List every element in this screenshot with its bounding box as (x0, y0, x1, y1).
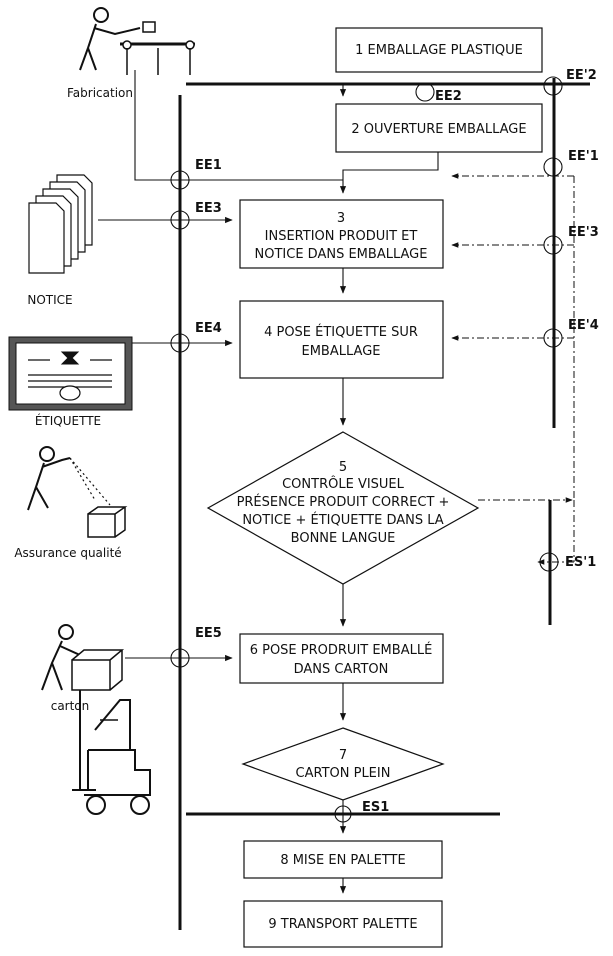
step-5-line-2: CONTRÔLE VISUEL (282, 476, 405, 492)
step-5-line-3: PRÉSENCE PRODUIT CORRECT + (237, 494, 450, 510)
label-etiquette: ÉTIQUETTE (35, 413, 101, 428)
step-3-line-2: INSERTION PRODUIT ET (265, 229, 418, 244)
tag-ee3-prime: EE'3 (568, 225, 599, 240)
certificate-label-icon (9, 337, 132, 410)
label-assurance-qualite: Assurance qualité (14, 546, 121, 560)
step-6-line-2: DANS CARTON (294, 662, 389, 677)
step-7-decision (243, 728, 443, 800)
tag-ee3: EE3 (195, 201, 222, 216)
tag-ee4-prime: EE'4 (568, 318, 599, 333)
step-9-text: 9 TRANSPORT PALETTE (268, 917, 417, 932)
worker-carton-icon (42, 625, 122, 690)
fabrication-feed-line (135, 70, 343, 180)
tag-ee1: EE1 (195, 158, 222, 173)
label-fabrication: Fabrication (67, 86, 133, 100)
crossing-ee2 (416, 83, 434, 101)
step-3-line-1: 3 (337, 211, 345, 226)
tag-ee5: EE5 (195, 626, 222, 641)
step-6-line-1: 6 POSE PRODRUIT EMBALLÉ (250, 642, 433, 658)
tag-ee2: EE2 (435, 89, 462, 104)
tag-ee4: EE4 (195, 321, 222, 336)
tag-es1-prime: ES'1 (565, 555, 596, 570)
step-5-line-4: NOTICE + ÉTIQUETTE DANS LA (242, 512, 443, 528)
tag-ee2-prime: EE'2 (566, 68, 597, 83)
step-4-line-1: 4 POSE ÉTIQUETTE SUR (264, 324, 418, 340)
label-carton: carton (51, 699, 90, 713)
step-5-line-1: 5 (339, 460, 347, 475)
step-5-line-5: BONNE LANGUE (291, 531, 396, 546)
step-8-text: 8 MISE EN PALETTE (280, 853, 405, 868)
step-3-line-3: NOTICE DANS EMBALLAGE (255, 247, 428, 262)
tag-ee1-prime: EE'1 (568, 149, 599, 164)
worker-conveyor-icon (80, 8, 195, 75)
documents-stack-icon (29, 175, 92, 273)
label-notice: NOTICE (27, 293, 72, 307)
step-4-line-2: EMBALLAGE (302, 344, 381, 359)
inspector-box-icon (28, 447, 125, 537)
step-1-text: 1 EMBALLAGE PLASTIQUE (355, 43, 523, 58)
arrow-2-to-3 (343, 152, 438, 193)
tag-es1: ES1 (362, 800, 389, 815)
step-7-line-2: CARTON PLEIN (296, 766, 391, 781)
step-7-line-1: 7 (339, 748, 347, 763)
step-2-text: 2 OUVERTURE EMBALLAGE (351, 122, 526, 137)
